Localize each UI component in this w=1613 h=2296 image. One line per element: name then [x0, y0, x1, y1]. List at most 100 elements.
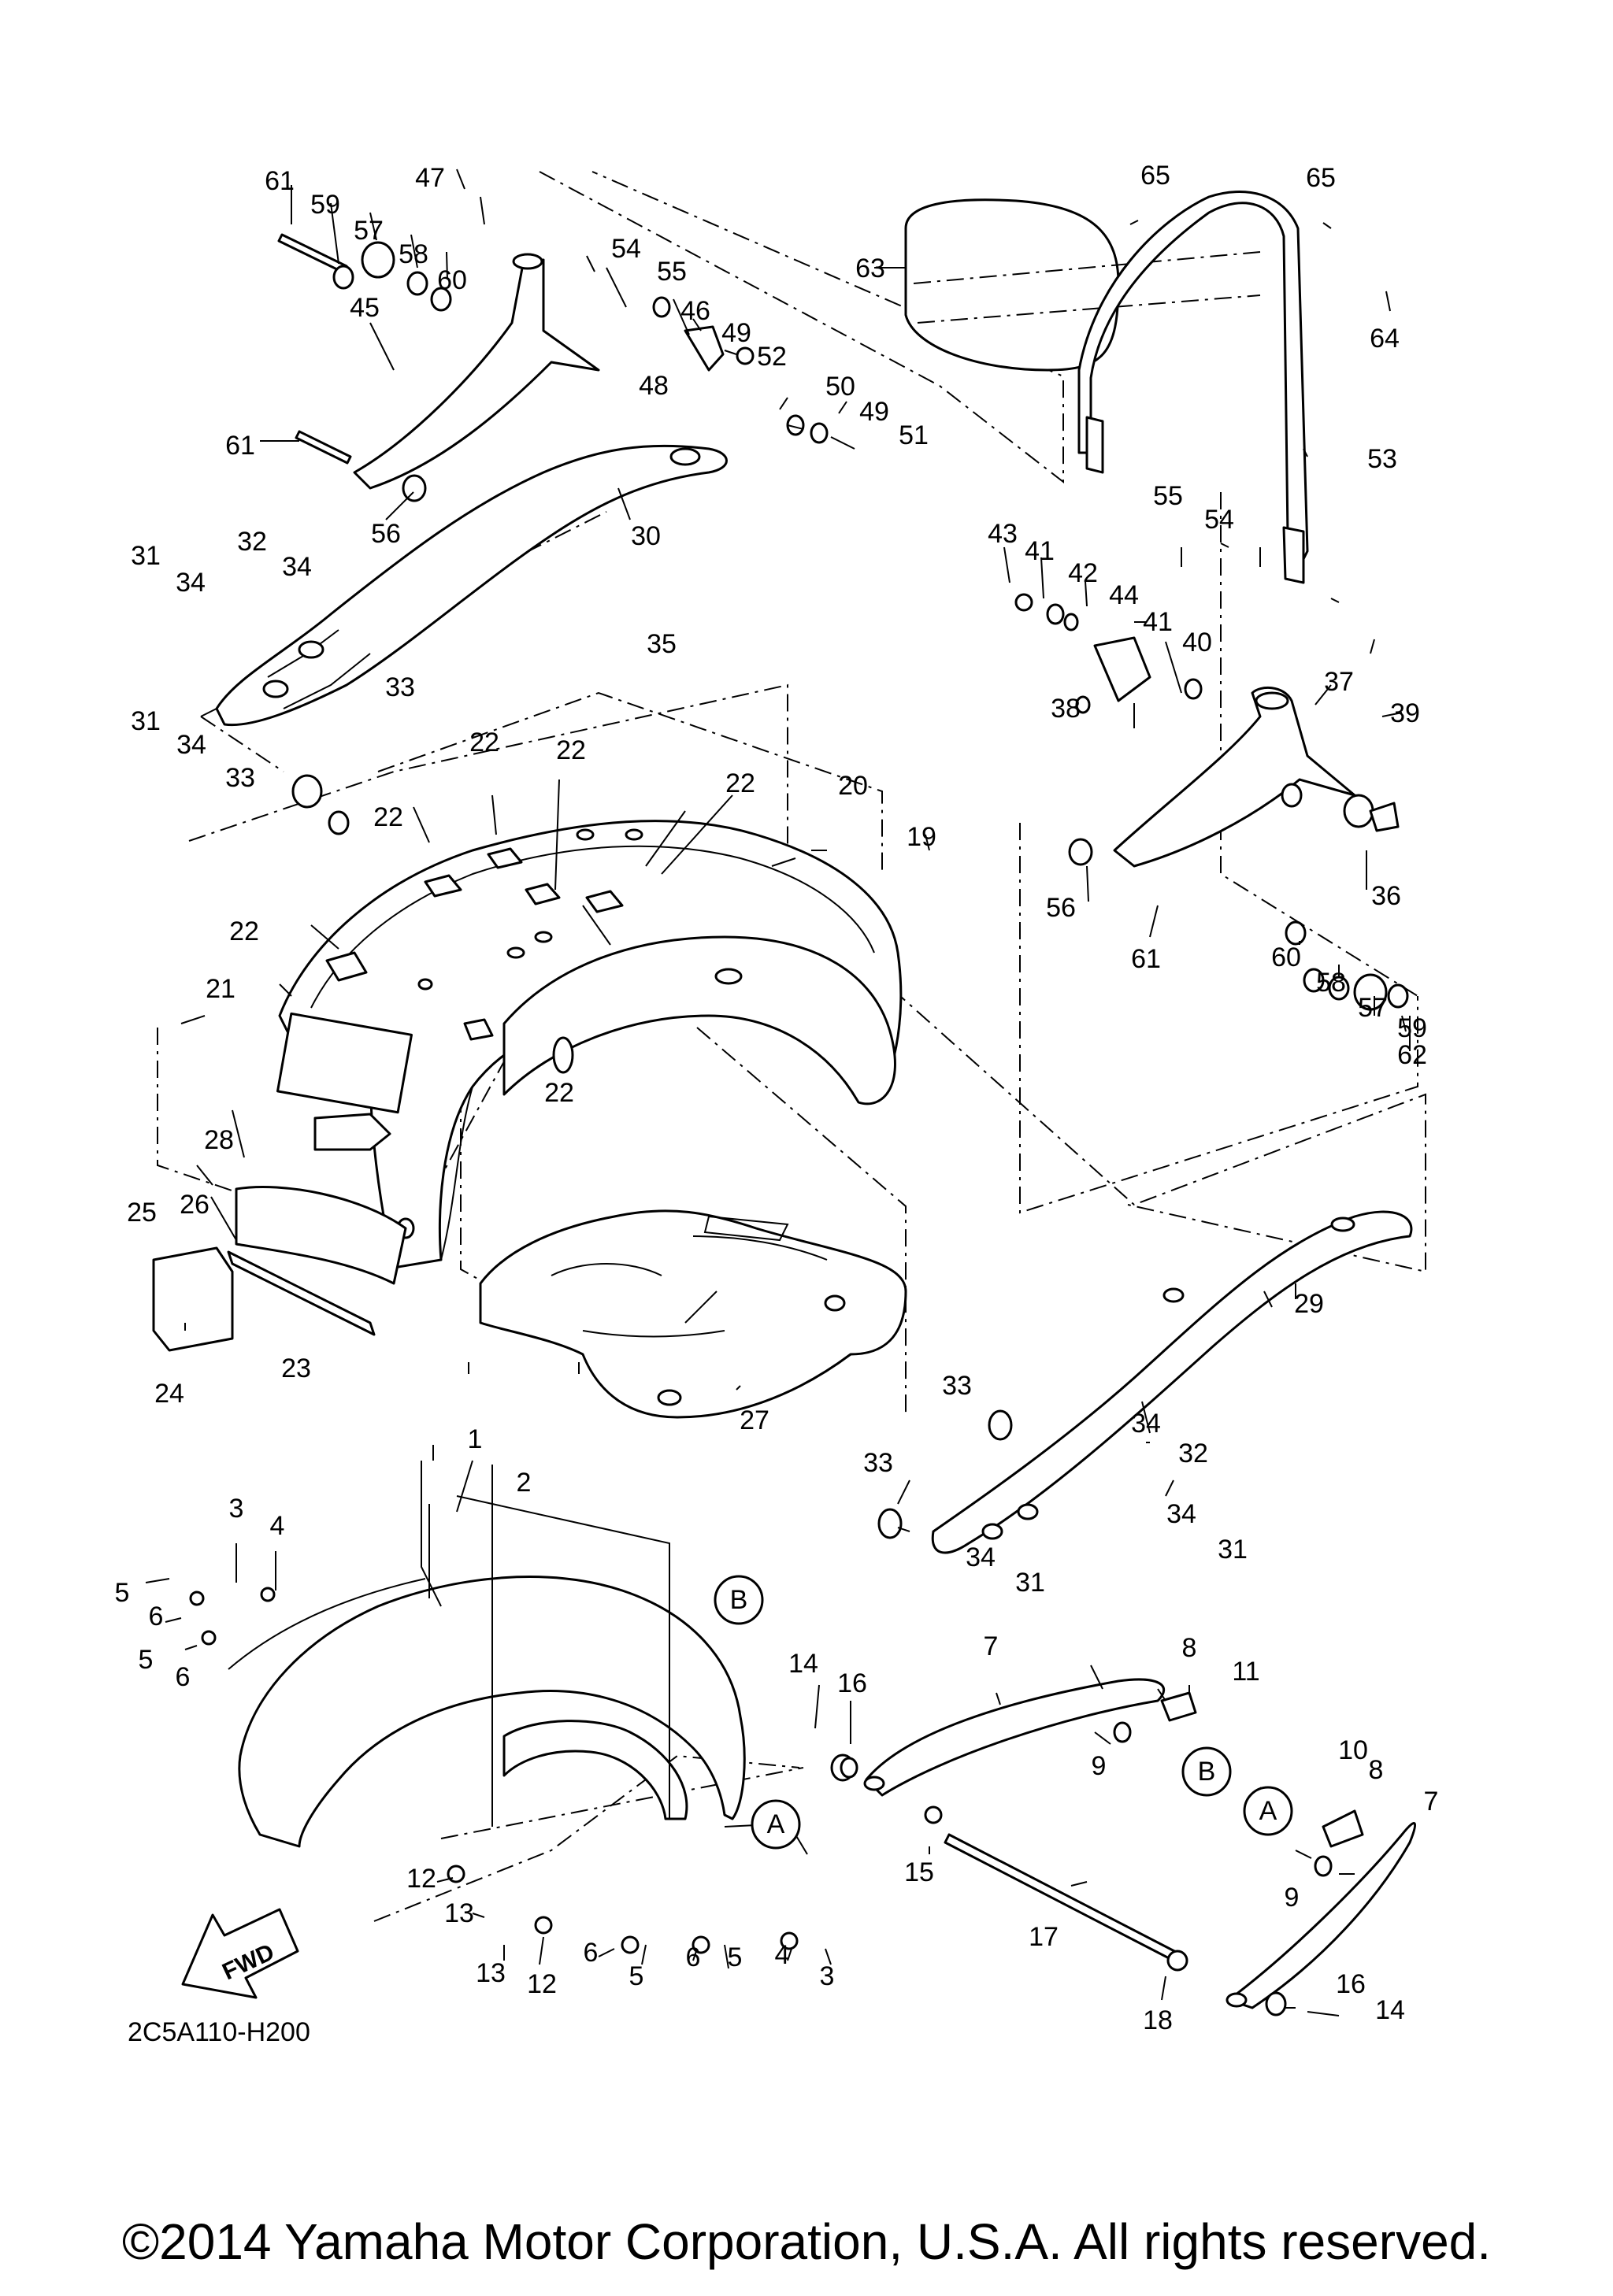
ref-marker-label: B	[730, 1585, 748, 1615]
callout-16: 16	[1336, 1969, 1366, 1999]
callout-10: 10	[1338, 1735, 1368, 1765]
callout-25: 25	[127, 1198, 157, 1228]
callout-61: 61	[265, 166, 295, 196]
callout-8: 8	[1182, 1633, 1197, 1663]
callout-5: 5	[139, 1645, 154, 1675]
callout-12: 12	[527, 1969, 557, 1999]
callout-57: 57	[354, 216, 384, 246]
callout-41: 41	[1143, 607, 1173, 637]
axle-rod	[944, 1833, 1179, 1962]
callout-44: 44	[1109, 580, 1139, 610]
fender-stay-lower	[1226, 1822, 1417, 2009]
callout-61: 61	[225, 431, 255, 461]
callout-19: 19	[907, 822, 936, 852]
callout-3: 3	[229, 1494, 244, 1524]
callout-52: 52	[757, 342, 787, 372]
callout-2: 2	[517, 1468, 532, 1498]
callout-61: 61	[1131, 944, 1161, 974]
license-bracket	[152, 1113, 407, 1352]
callout-20: 20	[838, 771, 868, 801]
callout-46: 46	[680, 296, 710, 326]
callout-33: 33	[225, 763, 255, 793]
callout-63: 64	[1370, 324, 1400, 354]
sissy-bar	[1077, 191, 1309, 584]
left-grab-rail	[215, 444, 728, 727]
callout-34: 34	[1131, 1409, 1161, 1439]
callout-13: 13	[476, 1958, 506, 1988]
callout-11: 11	[1232, 1657, 1259, 1687]
callout-33: 33	[385, 672, 415, 702]
callout-36: 36	[1371, 881, 1401, 911]
fender-stay-upper	[863, 1678, 1166, 1797]
diagram-code: 2C5A110-H200	[128, 2017, 310, 2047]
callout-62: 63	[855, 254, 885, 283]
callout-57: 57	[1358, 993, 1388, 1023]
callout-59: 59	[310, 190, 340, 220]
callout-49: 49	[859, 397, 889, 427]
callout-42: 42	[1068, 558, 1098, 588]
callout-26: 26	[180, 1190, 210, 1220]
callout-5: 5	[115, 1578, 130, 1608]
callout-34: 34	[282, 552, 312, 582]
callout-34: 34	[1166, 1499, 1196, 1529]
callout-48: 48	[639, 371, 669, 401]
callout-37: 37	[1324, 667, 1354, 697]
callout-38: 38	[1051, 694, 1081, 724]
callout-31: 31	[1015, 1568, 1045, 1598]
callout-55: 55	[1153, 481, 1183, 511]
ref-marker-a-left: A	[751, 1799, 801, 1850]
callout-33: 33	[863, 1448, 893, 1478]
ref-marker-b-bottom: B	[1181, 1746, 1232, 1797]
right-seat-bracket	[1113, 686, 1356, 868]
callout-31: 31	[131, 541, 161, 571]
callout-1: 1	[468, 1424, 483, 1454]
ref-marker-label: A	[767, 1809, 785, 1839]
callout-35: 35	[647, 629, 677, 659]
callout-51: 51	[899, 420, 929, 450]
callout-17: 17	[1029, 1922, 1059, 1952]
callout-65: 65	[1306, 163, 1336, 193]
callout-45: 45	[350, 293, 380, 323]
callout-12: 12	[406, 1864, 436, 1894]
callout-7: 7	[1424, 1787, 1439, 1816]
callout-56: 56	[371, 519, 401, 549]
callout-43: 43	[988, 519, 1018, 549]
callout-4: 4	[270, 1511, 285, 1541]
callout-56: 56	[1046, 893, 1076, 923]
left-seat-bracket	[353, 253, 600, 490]
callout-24: 24	[154, 1379, 184, 1409]
callout-41: 41	[1025, 536, 1055, 566]
callout-29: 29	[1294, 1289, 1324, 1319]
callout-22: 22	[469, 728, 499, 757]
callout-6: 6	[584, 1938, 599, 1968]
callout-22: 22	[556, 735, 586, 765]
callout-9: 9	[1285, 1883, 1300, 1913]
callout-50: 50	[825, 372, 855, 402]
leader-lines	[145, 168, 1411, 2016]
callout-34: 34	[176, 568, 206, 598]
callout-32: 32	[1178, 1439, 1208, 1468]
callout-14: 14	[788, 1649, 818, 1679]
callout-31: 31	[131, 706, 161, 736]
callout-64: 65	[1140, 161, 1170, 191]
callout-23: 23	[281, 1354, 311, 1383]
callout-59: 59	[1397, 1013, 1427, 1043]
callout-3: 3	[820, 1961, 835, 1991]
callout-34: 34	[176, 730, 206, 760]
callout-22: 22	[373, 802, 403, 832]
callout-54: 54	[611, 234, 641, 264]
callout-22: 22	[725, 768, 755, 798]
callout-58: 58	[1316, 968, 1346, 998]
callout-6: 6	[176, 1662, 191, 1692]
callout-8: 8	[1369, 1755, 1384, 1785]
callout-60: 60	[1271, 942, 1301, 972]
callout-49: 49	[721, 318, 751, 348]
callout-61: 62	[1397, 1040, 1427, 1070]
callout-53: 53	[1367, 444, 1397, 474]
callout-54: 54	[1204, 505, 1234, 535]
callout-7: 7	[984, 1631, 999, 1661]
callout-30: 30	[631, 521, 661, 551]
callout-21: 21	[206, 974, 235, 1004]
callout-60: 60	[437, 265, 467, 295]
